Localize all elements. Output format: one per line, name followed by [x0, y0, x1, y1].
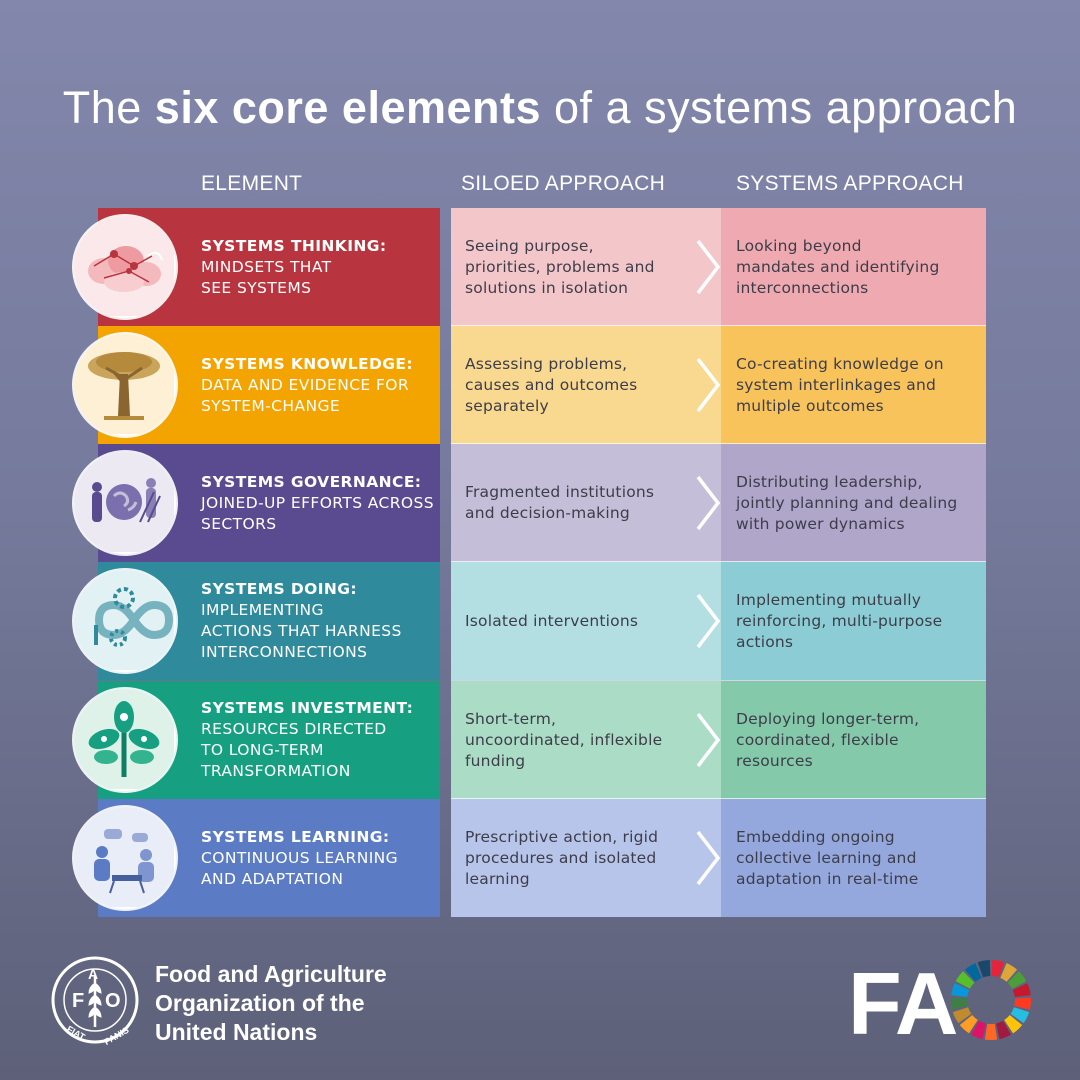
brain-network-icon: [74, 216, 176, 318]
siloed-approach-text: Prescriptive action, rigid procedures an…: [465, 827, 659, 888]
sdg-wheel-segment: [1007, 971, 1027, 989]
sdg-wheel-segment: [991, 960, 1005, 978]
siloed-approach-cell: Seeing purpose, priorities, problems and…: [451, 208, 721, 326]
sdg-wheel-segment: [959, 1015, 978, 1034]
sdg-wheel-segment: [984, 1023, 998, 1040]
sdg-wheel-segment: [1010, 1007, 1030, 1024]
siloed-approach-cell: Prescriptive action, rigid procedures an…: [451, 799, 721, 917]
row-divider: [451, 561, 986, 562]
element-row: SYSTEMS DOING: IMPLEMENTING ACTIONS THAT…: [98, 562, 986, 680]
column-header-systems: SYSTEMS APPROACH: [736, 172, 964, 195]
emblem-motto-panis: PANIS: [102, 1025, 130, 1045]
systems-approach-text: Distributing leadership, jointly plannin…: [736, 472, 958, 533]
gears-infinity-icon: [74, 570, 176, 672]
siloed-approach-cell: Fragmented institutions and decision-mak…: [451, 444, 721, 562]
chevron-right-icon: [696, 239, 721, 295]
systems-approach-cell: Implementing mutually reinforcing, multi…: [721, 562, 986, 680]
organization-name: Food and Agriculture Organization of the…: [155, 961, 387, 1045]
sdg-wheel-segment: [951, 983, 970, 998]
siloed-approach-cell: Assessing problems, causes and outcomes …: [451, 326, 721, 444]
element-heading: SYSTEMS INVESTMENT:: [201, 699, 414, 717]
emblem-letter-a: A: [88, 966, 98, 982]
chevron-right-icon: [696, 357, 721, 413]
systems-approach-cell: Looking beyond mandates and identifying …: [721, 208, 986, 326]
element-heading: SYSTEMS GOVERNANCE:: [201, 472, 422, 491]
row-divider: [451, 443, 986, 444]
sdg-wheel-segment: [1014, 997, 1031, 1010]
systems-approach-cell: Co-creating knowledge on system interlin…: [721, 326, 986, 444]
siloed-approach-cell: Short-term, uncoordinated, inflexible fu…: [451, 681, 721, 799]
systems-approach-cell: Embedding ongoing collective learning an…: [721, 799, 986, 917]
element-subtitle: DATA AND EVIDENCE FOR SYSTEM-CHANGE: [201, 375, 410, 415]
siloed-approach-text: Assessing problems, causes and outcomes …: [465, 354, 638, 415]
systems-approach-text: Co-creating knowledge on system interlin…: [736, 354, 944, 415]
sdg-wheel-segment: [964, 963, 982, 982]
emblem-letter-f: F: [72, 990, 84, 1012]
tree-icon: [74, 334, 176, 436]
sdg-wheel-icon: [951, 960, 1031, 1040]
row-divider: [451, 325, 986, 326]
chevron-right-icon: [696, 475, 721, 531]
siloed-approach-cell: Isolated interventions: [451, 562, 721, 680]
chevron-right-icon: [696, 830, 721, 886]
chevron-right-icon: [696, 593, 721, 649]
sdg-wheel-segment: [1000, 963, 1018, 982]
sdg-wheel-segment: [970, 1020, 986, 1040]
chevron-right-icon: [696, 712, 721, 768]
money-plant-icon: [74, 689, 176, 791]
fao-logo-letters: FA: [848, 958, 957, 1042]
element-subtitle: JOINED-UP EFFORTS ACROSS SECTORS: [201, 493, 434, 533]
sdg-wheel-segment: [1004, 1015, 1023, 1034]
element-heading: SYSTEMS LEARNING:: [201, 827, 390, 846]
people-discussion-icon: [74, 807, 176, 909]
siloed-approach-text: Isolated interventions: [465, 611, 639, 630]
row-divider: [451, 680, 986, 681]
element-subtitle: RESOURCES DIRECTED TO LONG-TERM TRANSFOR…: [201, 720, 387, 780]
sdg-wheel-segment: [955, 971, 975, 989]
row-divider: [451, 798, 986, 799]
systems-approach-text: Embedding ongoing collective learning an…: [736, 827, 919, 888]
globe-people-icon: [74, 452, 176, 554]
page-title: The six core elements of a systems appro…: [62, 82, 1018, 133]
emblem-letter-o: O: [105, 990, 121, 1012]
element-row: SYSTEMS KNOWLEDGE: DATA AND EVIDENCE FOR…: [98, 326, 986, 444]
systems-approach-cell: Deploying longer-term, coordinated, flex…: [721, 681, 986, 799]
column-header-element: ELEMENT: [201, 172, 303, 195]
element-subtitle: IMPLEMENTING ACTIONS THAT HARNESS INTERC…: [201, 601, 402, 661]
siloed-approach-text: Fragmented institutions and decision-mak…: [465, 483, 655, 522]
element-row: SYSTEMS THINKING: MINDSETS THAT SEE SYST…: [98, 208, 986, 326]
sdg-wheel-segment: [951, 997, 968, 1010]
element-heading: SYSTEMS KNOWLEDGE:: [201, 354, 413, 373]
systems-approach-text: Looking beyond mandates and identifying …: [736, 236, 940, 297]
element-heading: SYSTEMS THINKING:: [201, 236, 387, 255]
systems-approach-text: Implementing mutually reinforcing, multi…: [736, 590, 943, 651]
element-row: SYSTEMS LEARNING: CONTINUOUS LEARNING AN…: [98, 799, 986, 917]
systems-approach-text: Deploying longer-term, coordinated, flex…: [736, 709, 920, 770]
element-subtitle: MINDSETS THAT SEE SYSTEMS: [201, 257, 332, 297]
siloed-approach-text: Short-term, uncoordinated, inflexible fu…: [465, 709, 663, 770]
sdg-wheel-segment: [996, 1020, 1012, 1040]
sdg-wheel-segment: [952, 1007, 972, 1024]
element-heading: SYSTEMS DOING:: [201, 580, 357, 598]
fao-emblem-icon: F A O FIAT PANIS: [51, 956, 139, 1045]
siloed-approach-text: Seeing purpose, priorities, problems and…: [465, 236, 655, 297]
systems-approach-cell: Distributing leadership, jointly plannin…: [721, 444, 986, 562]
fao-sdg-logo-icon: FA: [848, 958, 1031, 1042]
sdg-wheel-segment: [1012, 983, 1031, 998]
column-header-siloed: SILOED APPROACH: [461, 172, 666, 195]
element-subtitle: CONTINUOUS LEARNING AND ADAPTATION: [201, 848, 399, 888]
sdg-wheel-segment: [977, 960, 991, 978]
element-row: SYSTEMS GOVERNANCE: JOINED-UP EFFORTS AC…: [98, 444, 986, 562]
element-row: SYSTEMS INVESTMENT: RESOURCES DIRECTED T…: [98, 681, 986, 799]
